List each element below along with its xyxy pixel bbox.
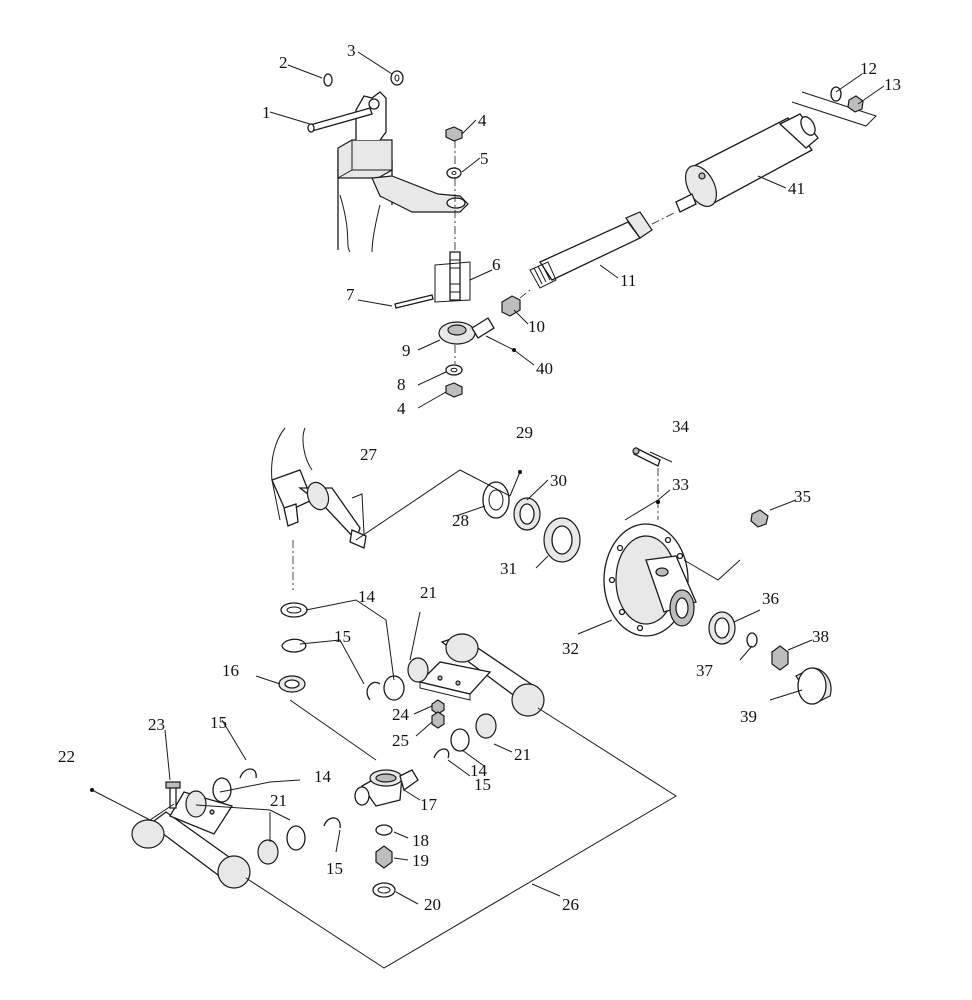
callout-label-c4b: 4 [397,399,406,418]
callout-label-c35: 35 [794,487,811,506]
callout-label-c5: 5 [480,149,489,168]
callout-label-c15b: 15 [474,775,491,794]
callout-label-c2: 2 [279,53,288,72]
callout-label-c21b: 21 [514,745,531,764]
callout-label-c28: 28 [452,511,469,530]
callout-label-c34: 34 [672,417,690,436]
leader-lines [90,51,885,969]
callout-label-c23: 23 [148,715,165,734]
callout-label-c4a: 4 [478,111,487,130]
callout-label-c17: 17 [420,795,438,814]
tie-rod-and-cylinder [519,86,877,299]
callout-label-c19: 19 [412,851,429,870]
callout-label-c9: 9 [402,341,411,360]
callout-label-c25: 25 [392,731,409,750]
control-arm-assembly [131,602,545,898]
callout-label-c15c: 15 [210,713,227,732]
callout-label-c33: 33 [672,475,689,494]
callout-label-c13: 13 [884,75,901,94]
callout-label-c32: 32 [562,639,579,658]
callout-label-c18: 18 [412,831,429,850]
callout-label-c21a: 21 [420,583,437,602]
callout-label-c6: 6 [492,255,501,274]
callout-label-c8: 8 [397,375,406,394]
callout-label-c3: 3 [347,41,356,60]
callout-label-c15d: 15 [326,859,343,878]
callout-label-c12: 12 [860,59,877,78]
callout-label-c38: 38 [812,627,829,646]
callout-labels: 1234567894104011121341272928303134333532… [58,41,901,914]
callout-label-c14a: 14 [358,587,376,606]
callout-label-c22: 22 [58,747,75,766]
callout-label-c11: 11 [620,271,636,290]
callout-label-c14c: 14 [314,767,332,786]
callout-label-c26: 26 [562,895,579,914]
callout-label-c10: 10 [528,317,545,336]
callout-label-c30: 30 [550,471,567,490]
spindle-and-hub [271,427,832,705]
steering-arm-assembly [307,70,521,398]
callout-label-c27: 27 [360,445,378,464]
callout-label-c39: 39 [740,707,757,726]
callout-label-c20: 20 [424,895,441,914]
callout-label-c15a: 15 [334,627,351,646]
callout-label-c37: 37 [696,661,714,680]
callout-label-c21c: 21 [270,791,287,810]
callout-label-c29: 29 [516,423,533,442]
callout-label-c31: 31 [500,559,517,578]
callout-label-c24: 24 [392,705,410,724]
callout-label-c16: 16 [222,661,239,680]
callout-label-c40: 40 [536,359,553,378]
callout-label-c1: 1 [262,103,271,122]
callout-label-c7: 7 [346,285,355,304]
callout-label-c41: 41 [788,179,805,198]
callout-label-c14b: 14 [470,761,488,780]
callout-label-c36: 36 [762,589,779,608]
